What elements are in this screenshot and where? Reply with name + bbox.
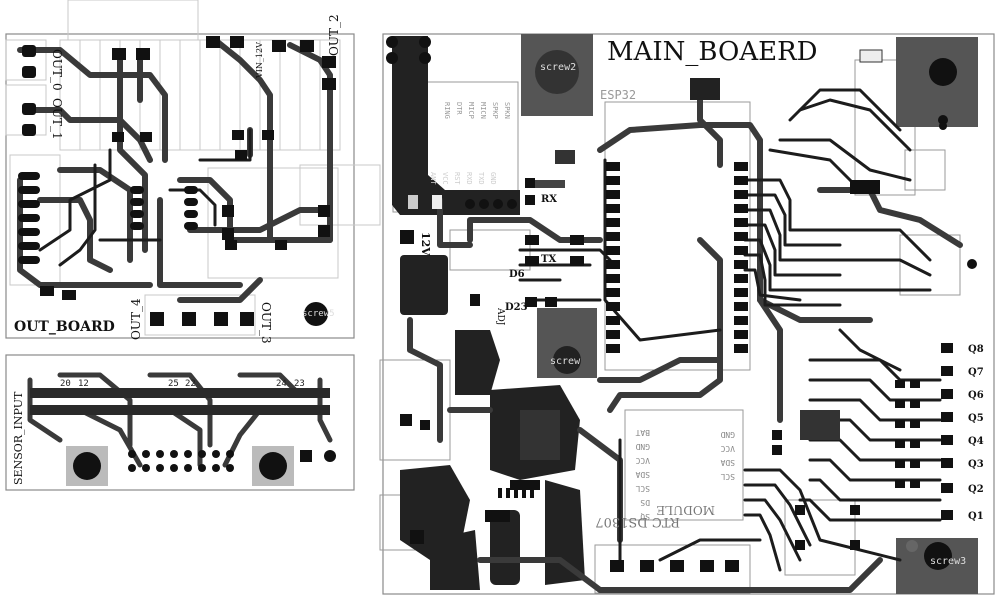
d6-label: D6 — [509, 269, 525, 280]
output-pads — [772, 343, 953, 520]
out-board: OUT_0 OUT_1 OUT_2 OUT_3 OUT_4 VIN_12V OU… — [5, 0, 381, 344]
sensor-num-0: 20 — [60, 379, 71, 389]
header-label-rxd: RXD — [465, 172, 473, 185]
sensor-input-title: SENSOR_INPUT — [12, 391, 25, 485]
esp32-label: ESP32 — [600, 88, 636, 102]
q7-label: Q7 — [968, 367, 984, 378]
tx-label: TX — [541, 254, 556, 265]
rtc-label-sda: SDA — [635, 470, 650, 479]
screw5-label: screw5 — [302, 309, 335, 319]
rtc-label-gnd: GND — [635, 442, 650, 451]
out-board-silkscreen — [5, 0, 381, 336]
rtc-label2-gnd: GND — [720, 430, 735, 439]
out-board-outline — [5, 33, 355, 339]
out-3-label: OUT_3 — [259, 302, 273, 344]
rtc-label2-scl: SCL — [720, 472, 735, 481]
q4-label: Q4 — [968, 436, 984, 447]
rtc-label-bat: BAT — [635, 428, 650, 437]
out-4-label: OUT_4 — [129, 298, 143, 340]
rtc-label-ds: DS — [640, 498, 650, 507]
header-label-micp: MICP — [467, 102, 475, 119]
esp32-pins — [606, 162, 748, 353]
rtc-title: RTC DS1307 — [595, 514, 680, 529]
out-1-label: OUT_1 — [50, 98, 64, 140]
sensor-num-3: 22 — [185, 379, 196, 389]
header-label-gnd: GND — [489, 172, 497, 185]
screw3-label: screw3 — [930, 556, 966, 567]
q8-label: Q8 — [968, 344, 984, 355]
rtc-label2-vcc: VCC — [720, 444, 735, 453]
q5-label: Q5 — [968, 413, 984, 424]
q6-label: Q6 — [968, 390, 984, 401]
header-label-ant: ANT — [429, 172, 437, 185]
main-board-title: MAIN_BOAERD — [607, 37, 818, 67]
rtc-label-scl: SCL — [635, 484, 650, 493]
sensor-mount-pads — [66, 446, 294, 486]
out-2-label: OUT_2 — [327, 14, 341, 56]
rtc-label-sq: SQ — [640, 512, 650, 521]
sensor-num-2: 25 — [168, 379, 179, 389]
out-0-label: OUT_0 — [50, 49, 64, 91]
sensor-num-1: 12 — [78, 379, 89, 389]
output-labels: Q8 Q7 Q6 Q5 Q4 Q3 Q2 Q1 — [968, 344, 984, 522]
header-label-dtr: DTR — [455, 102, 463, 115]
header-label-micn: MICN — [479, 102, 487, 119]
d23-label: D23 — [505, 302, 528, 313]
header-label-vcc: VCC — [441, 172, 449, 185]
sensor-board-outline — [5, 354, 355, 491]
sensor-input-board: SENSOR_INPUT 20 12 25 22 24 23 — [5, 354, 355, 491]
main-misc-pads — [386, 36, 977, 572]
rtc-label-vcc: VCC — [635, 456, 650, 465]
out-board-title: OUT_BOARD — [14, 319, 115, 335]
main-board-outline — [382, 33, 995, 595]
q1-label: Q1 — [968, 511, 984, 522]
sensor-pads — [30, 388, 336, 472]
rtc-module: BAT GND VCC SDA SCL DS SQ GND VCC SDA SC… — [595, 428, 735, 529]
12v-label: 12V — [419, 232, 432, 256]
rx-label: RX — [541, 194, 557, 205]
header-label-txd: TXD — [477, 172, 485, 185]
rtc-subtitle: MODULE — [656, 503, 715, 517]
header-label-spkp: SPKP — [491, 102, 499, 119]
adj-label: ADJ — [495, 307, 505, 326]
header-labels-bottom: ANT VCC RST RXD TXD GND — [429, 172, 497, 185]
header-label-spkn: SPKN — [503, 102, 511, 119]
screw2-label: screw2 — [540, 62, 576, 73]
header-label-ring: RING — [443, 102, 451, 119]
sensor-num-4: 24 — [276, 379, 287, 389]
vin-12v-label: VIN_12V — [255, 42, 264, 79]
out-board-pads — [18, 36, 336, 326]
q2-label: Q2 — [968, 484, 984, 495]
header-label-rst: RST — [453, 172, 461, 185]
screw-label: screw — [550, 356, 581, 367]
q3-label: Q3 — [968, 459, 984, 470]
sensor-num-5: 23 — [294, 379, 305, 389]
main-board: screw2 screw screw3 — [379, 33, 995, 595]
rtc-label2-sda: SDA — [720, 458, 735, 467]
header-labels-top: RING DTR MICP MICN SPKP SPKN — [443, 102, 511, 119]
out-board-traces-thin — [38, 128, 252, 267]
